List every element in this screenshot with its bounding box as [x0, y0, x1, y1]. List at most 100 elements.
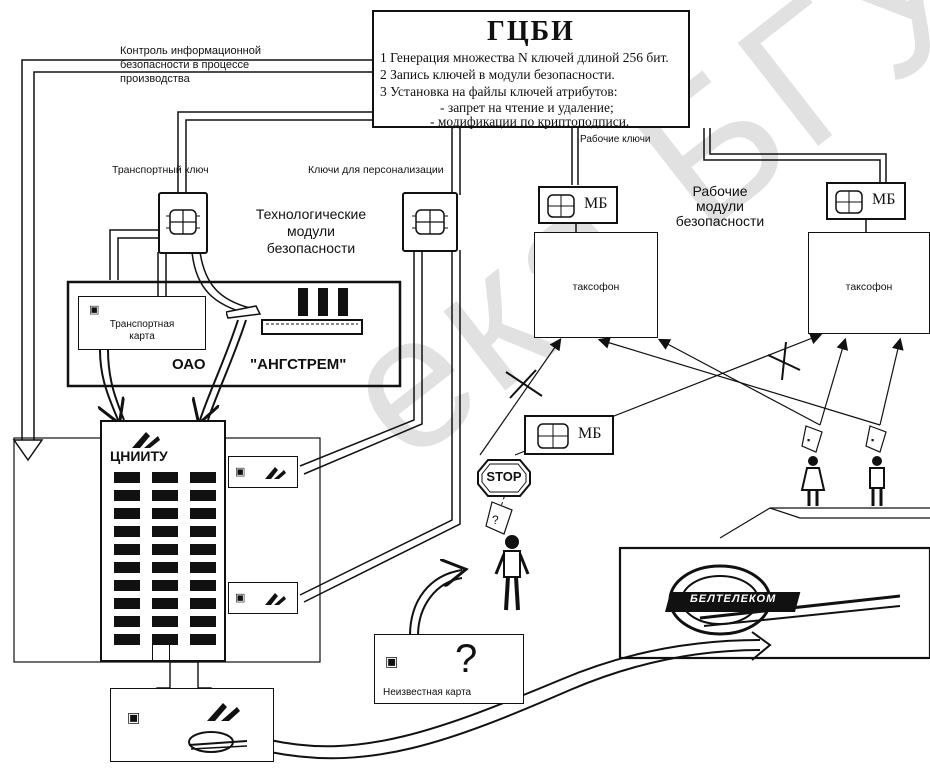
chip-icon: ▣	[127, 709, 140, 726]
unknown-person-icon	[488, 534, 538, 614]
building-window	[152, 598, 178, 609]
personal-keys-label: Ключи для персонализации	[308, 164, 444, 176]
building-window	[114, 508, 140, 519]
work-modules-line-2: модули	[660, 199, 780, 214]
transport-card-line-1: Транспортная	[85, 319, 199, 331]
tech-modules-line-3: безопасности	[218, 240, 404, 257]
stop-label: STOP	[486, 469, 522, 484]
svg-text:▪: ▪	[807, 435, 810, 445]
building-window	[114, 562, 140, 573]
building-window	[114, 598, 140, 609]
transport-key-line	[178, 112, 372, 195]
gcbi-line-3: 3 Установка на файлы ключей атрибутов:	[380, 84, 618, 100]
building-window	[152, 544, 178, 555]
work-keys-label: Рабочие ключи	[580, 134, 651, 145]
cniitu-logo-icon	[265, 591, 287, 607]
building-window	[190, 634, 216, 645]
chip-icon	[534, 418, 574, 454]
chip-icon: ▣	[235, 591, 245, 604]
cniitu-label: ЦНИИТУ	[110, 448, 168, 464]
mb-module-unknown: МБ	[524, 415, 614, 455]
work-modules-line-3: безопасности	[660, 214, 780, 229]
unknown-card-label: Неизвестная карта	[383, 687, 471, 698]
route-left	[110, 230, 160, 280]
tech-module-transport	[158, 192, 208, 254]
mb-module-1: МБ	[538, 186, 618, 224]
building-window	[114, 616, 140, 627]
building-window	[190, 508, 216, 519]
card-personalized-1: ▣	[228, 456, 298, 488]
mb-label: МБ	[578, 425, 601, 443]
building-window	[190, 490, 216, 501]
building-window	[152, 526, 178, 537]
tech-module-personal	[402, 192, 458, 252]
building-window	[114, 526, 140, 537]
unknown-question: ?	[455, 637, 477, 682]
card-tag-icon: ▪	[800, 424, 824, 454]
transport-key-label: Транспортный ключ	[112, 164, 209, 176]
gcbi-line-1: 1 Генерация множества N ключей длиной 25…	[380, 50, 669, 66]
building-window	[114, 544, 140, 555]
building-door	[152, 644, 170, 662]
building-window	[190, 472, 216, 483]
transport-card-line-2: карта	[85, 331, 199, 343]
control-label-line-3: производства	[120, 72, 261, 86]
control-label-line-1: Контроль информационной	[120, 44, 261, 58]
gcbi-line-5: - модификации по криптоподписи.	[430, 114, 629, 130]
control-label-line-2: безопасности в процессе	[120, 58, 261, 72]
beltelecom-mini-logo-icon	[185, 729, 249, 755]
taxophone-1: таксофон	[534, 232, 658, 338]
mb-module-2: МБ	[826, 182, 906, 220]
man-user-icon	[862, 456, 892, 508]
building-window	[190, 598, 216, 609]
mb-label: МБ	[584, 195, 607, 213]
building-window	[152, 490, 178, 501]
taxophone-2: таксофон	[808, 232, 930, 334]
gcbi-title: ГЦБИ	[374, 16, 688, 48]
building-window	[152, 472, 178, 483]
control-label: Контроль информационной безопасности в п…	[120, 44, 261, 86]
unknown-card: ▣ ? Неизвестная карта	[374, 634, 524, 704]
work-modules-line-1: Рабочие	[660, 184, 780, 199]
gcbi-line-2: 2 Запись ключей в модули безопасности.	[380, 67, 615, 83]
building-window	[114, 580, 140, 591]
block-cross-2	[768, 342, 800, 380]
svg-text:?: ?	[492, 513, 499, 527]
building-window	[190, 580, 216, 591]
building-window	[152, 616, 178, 627]
building-window	[114, 490, 140, 501]
card-tag-icon: ▪	[864, 424, 888, 454]
angstrem-label: "АНГСТРЕМ"	[250, 356, 346, 373]
tech-modules-label: Технологические модули безопасности	[218, 206, 404, 257]
woman-user-icon	[798, 456, 828, 508]
route-to-transport-card	[158, 252, 166, 298]
taxophone-label: таксофон	[809, 281, 929, 293]
transport-card: ▣ Транспортная карта	[78, 296, 206, 350]
transport-card-label: Транспортная карта	[85, 319, 199, 343]
cniitu-logo-icon	[207, 699, 243, 723]
cniitu-logo-icon	[265, 465, 287, 481]
personal-keys-line	[452, 128, 460, 195]
chip-icon: ▣	[235, 465, 245, 478]
oao-label: ОАО	[172, 356, 206, 373]
chip-icon: ▣	[89, 303, 99, 316]
chip-icon	[404, 194, 456, 250]
chip-icon	[544, 189, 578, 223]
card-final: ▣	[110, 688, 274, 762]
building-window	[190, 544, 216, 555]
work-keys-line-right	[704, 128, 886, 182]
factory-icon	[226, 284, 366, 344]
work-modules-label: Рабочие модули безопасности	[660, 184, 780, 229]
building-window	[114, 472, 140, 483]
mb-label: МБ	[872, 191, 895, 209]
taxophone-label: таксофон	[535, 281, 657, 293]
building-window	[190, 562, 216, 573]
building-window	[190, 526, 216, 537]
cniitu-logo-icon	[132, 428, 162, 450]
chip-icon: ▣	[385, 653, 398, 670]
tech-modules-line-1: Технологические	[218, 206, 404, 223]
work-keys-line-left	[572, 128, 578, 185]
building-window	[152, 508, 178, 519]
building-window	[152, 562, 178, 573]
